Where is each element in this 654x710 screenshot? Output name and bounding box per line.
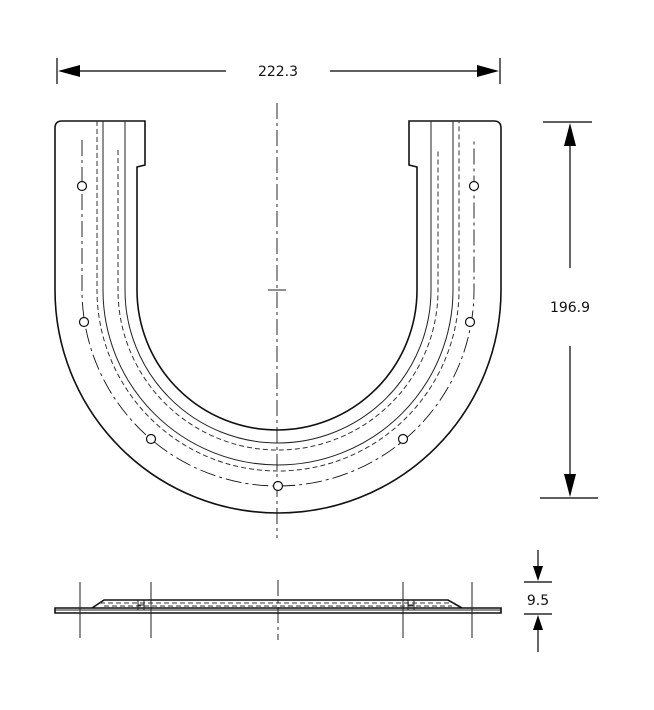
mounting-hole: [468, 180, 480, 192]
height-label: 196.9: [550, 300, 590, 316]
inner-step-line: [124, 121, 432, 444]
arrow-up-icon: [564, 123, 576, 146]
side-raised-profile: [91, 599, 463, 609]
thickness-label: 9.5: [527, 593, 549, 609]
outer-outline: [54, 120, 502, 514]
mounting-hole: [145, 433, 157, 445]
mounting-hole: [76, 180, 88, 192]
arrow-down-icon: [564, 474, 576, 497]
arrow-right-icon: [477, 65, 499, 77]
plan-view: [54, 103, 502, 538]
bolt-centerline: [81, 140, 475, 487]
mounting-hole: [78, 316, 90, 328]
arrow-left-icon: [58, 65, 80, 77]
mounting-hole: [272, 480, 284, 492]
arrow-up-icon: [533, 615, 543, 630]
height-dimension: 196.9: [540, 121, 598, 499]
hidden-line-outer: [96, 121, 460, 472]
side-view: [54, 580, 502, 640]
width-label: 222.3: [258, 64, 298, 80]
inner-contour-left: [102, 121, 454, 466]
width-dimension: 222.3: [56, 58, 501, 84]
mounting-hole: [397, 433, 409, 445]
thickness-dimension: 9.5: [524, 550, 552, 652]
side-step-right: [407, 600, 415, 610]
side-step-left: [137, 600, 145, 610]
side-base-plate: [54, 607, 502, 614]
mounting-hole: [464, 316, 476, 328]
hidden-line-inner: [117, 150, 439, 451]
arrow-down-icon: [533, 566, 543, 581]
